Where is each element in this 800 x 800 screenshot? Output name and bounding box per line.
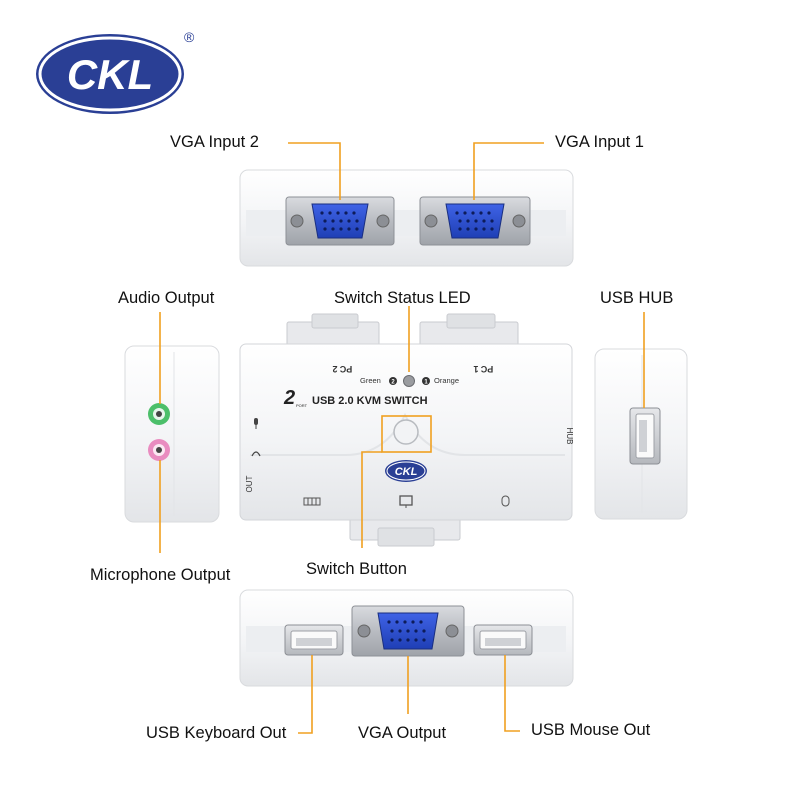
led-green-label: Green — [360, 376, 381, 385]
vga-input-1-port — [419, 196, 531, 246]
left-side-view — [124, 345, 220, 523]
mouse-icon — [501, 495, 510, 507]
led-orange-label: Orange — [434, 376, 459, 385]
front-panel-view — [239, 589, 574, 687]
ckl-logo: CKL ® — [36, 29, 195, 114]
label-vga-input-2: VGA Input 2 — [170, 133, 259, 151]
registered-mark: ® — [184, 29, 195, 45]
hub-label: HUB — [565, 428, 574, 445]
label-microphone-output: Microphone Output — [90, 566, 231, 584]
switch-button[interactable] — [393, 419, 419, 445]
pc2-num: 2 — [332, 364, 337, 374]
leader-lines — [159, 142, 645, 734]
pc1-label: PC — [480, 364, 493, 374]
label-audio-output: Audio Output — [118, 289, 215, 307]
device-title: USB 2.0 KVM SWITCH — [312, 395, 428, 407]
label-usb-mouse-out: USB Mouse Out — [531, 721, 651, 739]
headphone-icon — [251, 451, 261, 457]
pc2-label: PC — [339, 364, 352, 374]
audio-output-jack — [148, 403, 170, 425]
title-prefix: 2 — [283, 387, 295, 409]
label-switch-button: Switch Button — [306, 560, 407, 578]
usb-hub-port — [629, 407, 661, 465]
usb-keyboard-port — [284, 624, 344, 656]
label-vga-output: VGA Output — [358, 724, 447, 742]
usb-mouse-port — [473, 624, 533, 656]
vga-input-2-port — [285, 196, 395, 246]
keyboard-icon — [303, 497, 321, 506]
led-green-num: 2 — [391, 380, 395, 386]
pc1-num: 1 — [473, 364, 478, 374]
right-side-view — [594, 348, 688, 520]
title-port: PORT — [296, 403, 308, 408]
ckl-badge: CKL — [385, 460, 427, 482]
label-usb-hub: USB HUB — [600, 289, 674, 307]
led-orange-num: 1 — [424, 380, 428, 386]
back-panel-view — [239, 169, 574, 267]
main-unit-view: PC 2 PC 1 Green 2 1 Orange 2 PORT USB 2.… — [239, 313, 574, 547]
label-usb-keyboard-out: USB Keyboard Out — [146, 724, 287, 742]
label-vga-input-1: VGA Input 1 — [555, 133, 644, 151]
microphone-jack — [148, 439, 170, 461]
badge-text: CKL — [395, 466, 418, 478]
monitor-icon — [399, 495, 413, 508]
label-switch-status-led: Switch Status LED — [334, 289, 471, 307]
vga-output-port — [351, 605, 465, 657]
microphone-icon — [254, 418, 258, 429]
logo-text: CKL — [67, 51, 153, 98]
status-led — [403, 375, 415, 387]
out-label: OUT — [245, 475, 254, 492]
